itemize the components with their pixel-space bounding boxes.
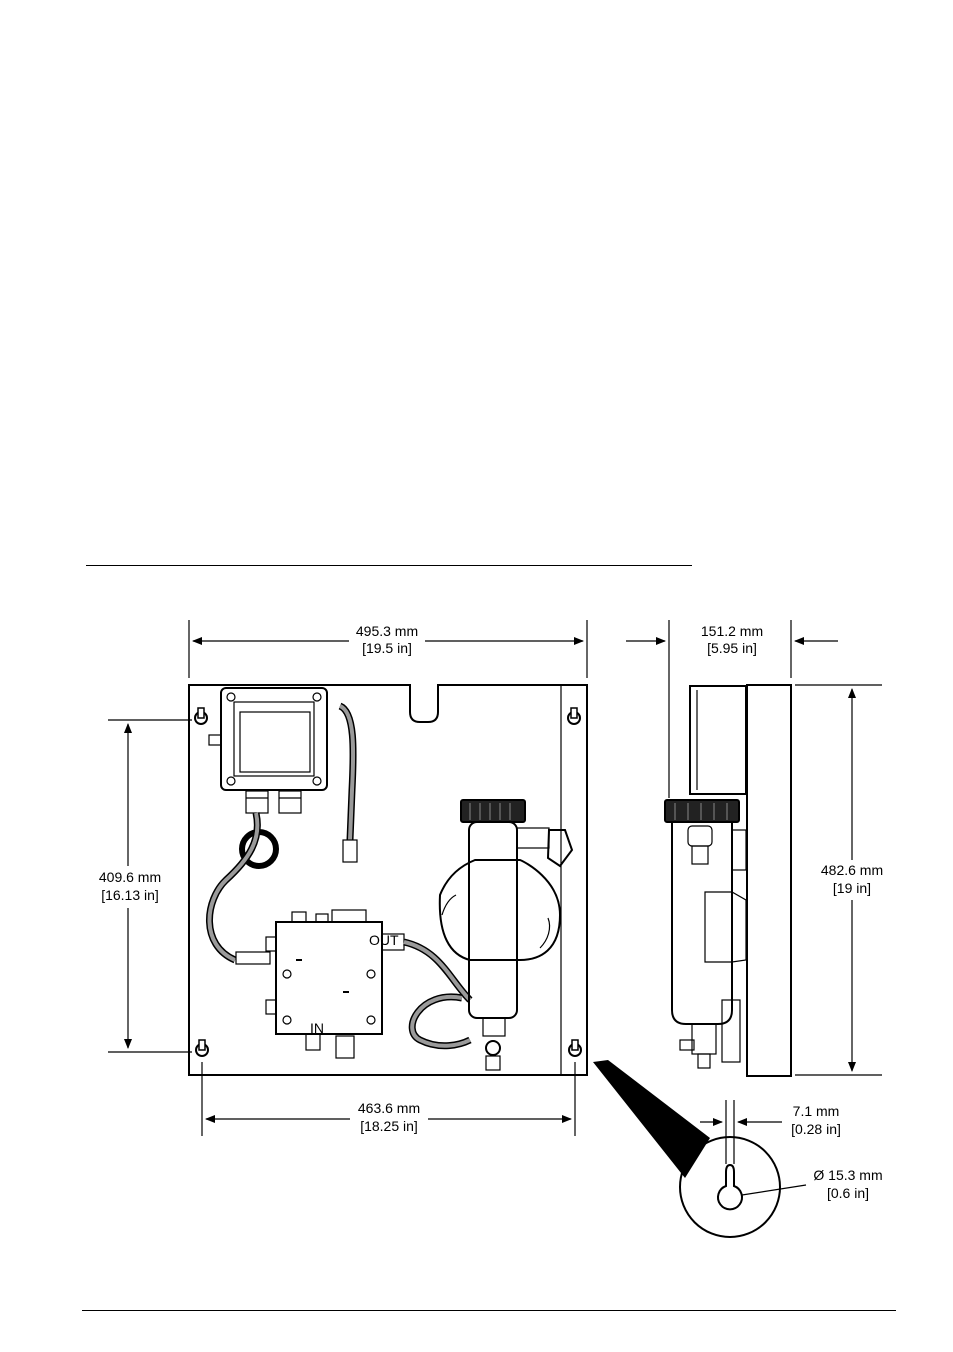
side-panel [747,685,791,1076]
svg-text:482.6 mm: 482.6 mm [821,862,883,878]
hole-diameter-in: [0.6 in] [827,1185,869,1201]
svg-text:463.6 mm: 463.6 mm [358,1100,420,1116]
svg-text:[16.13 in]: [16.13 in] [101,887,159,903]
svg-text:[5.95 in]: [5.95 in] [707,640,757,656]
side-sensor-body [672,822,732,1024]
side-view [665,685,791,1076]
svg-text:151.2 mm: 151.2 mm [701,623,763,639]
svg-text:495.3 mm: 495.3 mm [356,623,418,639]
side-sensor-cap [665,800,739,822]
slot-width-mm: 7.1 mm [793,1103,840,1119]
front-view: OUT IN [189,685,587,1075]
side-enclosure [690,686,746,794]
mounting-panel [189,685,587,1075]
keyhole-shape [718,1165,742,1209]
dimension-depth: 151.2 mm [5.95 in] [626,620,838,798]
dimension-mount-vertical: 409.6 mm [16.13 in] [99,720,192,1052]
keyhole-detail: 7.1 mm [0.28 in] Ø 15.3 mm [0.6 in] [593,1060,883,1237]
svg-text:[18.25 in]: [18.25 in] [360,1118,418,1134]
inlet-label: IN [310,1020,324,1036]
svg-text:[19 in]: [19 in] [833,880,871,896]
svg-text:409.6 mm: 409.6 mm [99,869,161,885]
dimension-panel-width: 495.3 mm [19.5 in] [189,620,587,678]
dimension-panel-height: 482.6 mm [19 in] [795,685,883,1075]
detail-circle [680,1137,780,1237]
hole-diameter-mm: Ø 15.3 mm [813,1167,882,1183]
outlet-label: OUT [369,932,399,948]
detail-callout-wedge [593,1060,710,1178]
slot-width-in: [0.28 in] [791,1121,841,1137]
svg-text:[19.5 in]: [19.5 in] [362,640,412,656]
